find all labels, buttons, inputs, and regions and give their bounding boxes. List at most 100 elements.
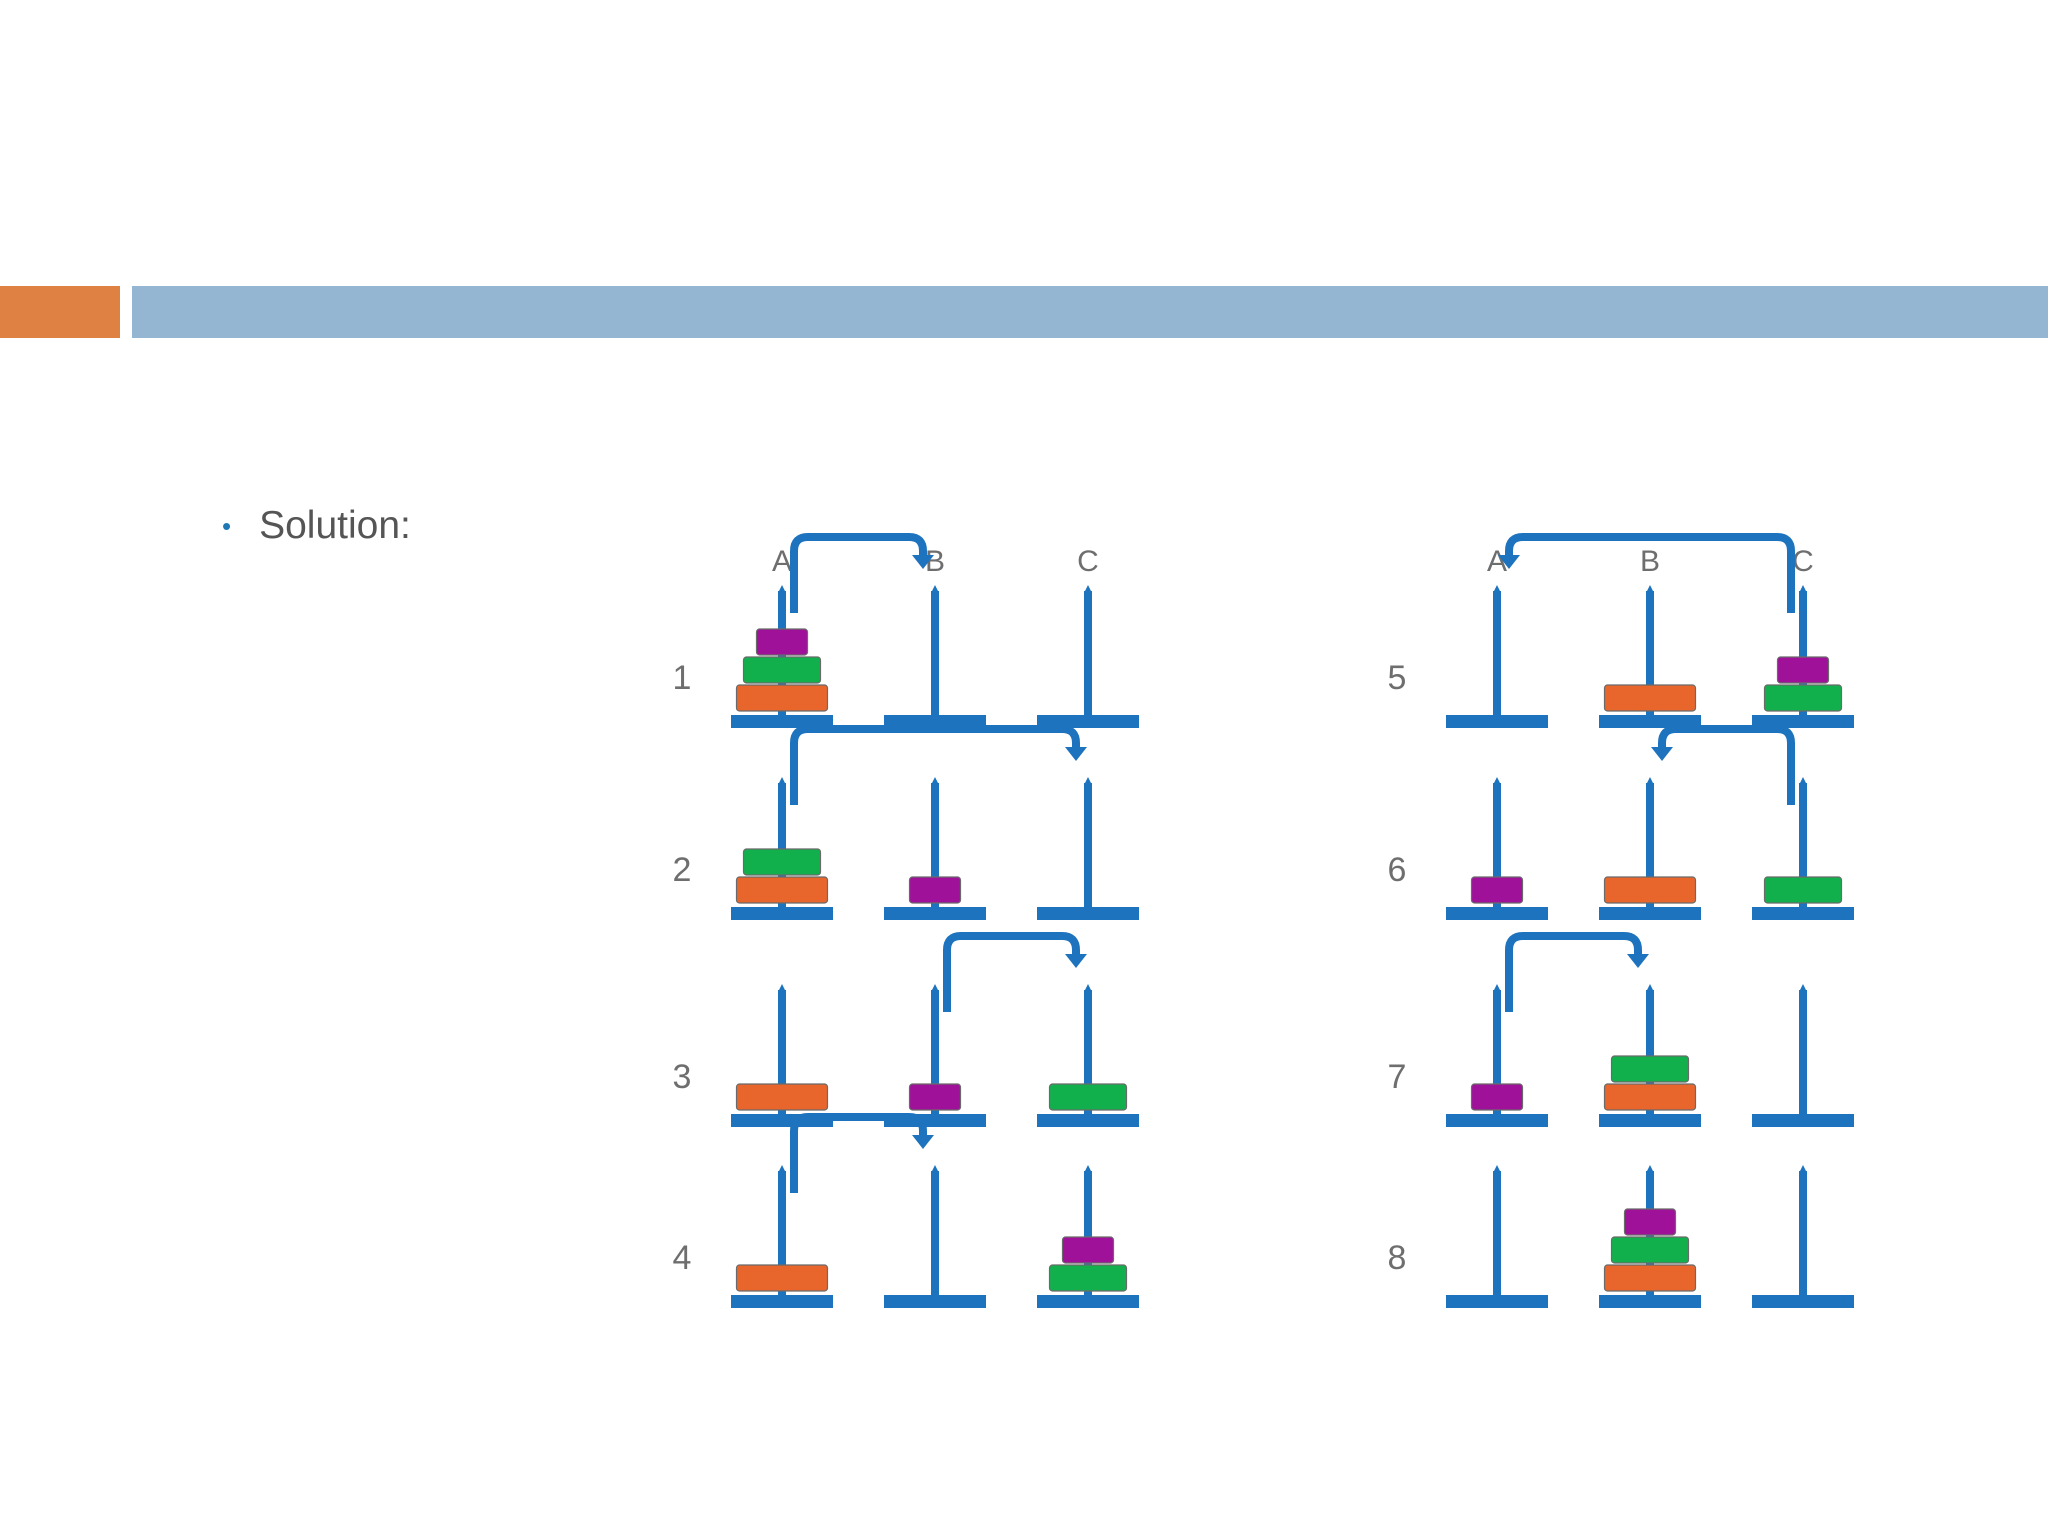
peg-base: [731, 907, 833, 920]
peg-base: [884, 1295, 986, 1308]
peg-base: [1752, 907, 1854, 920]
peg-tip: [1646, 585, 1654, 593]
peg-base: [1752, 715, 1854, 728]
disk-small: [1470, 1083, 1524, 1111]
arrow-head-icon: [1498, 555, 1520, 569]
peg-rod: [1084, 1171, 1092, 1295]
disk-large: [1603, 684, 1697, 712]
step-number: 6: [1388, 851, 1407, 889]
peg-label: A: [1487, 545, 1507, 578]
disk-large: [735, 876, 829, 904]
arrow-head-icon: [912, 1135, 934, 1149]
arrow-head-icon: [1065, 747, 1087, 761]
peg-base: [731, 1295, 833, 1308]
disk-medium: [1048, 1264, 1128, 1292]
disk-medium: [742, 848, 822, 876]
peg-tip: [1799, 585, 1807, 593]
peg-label: C: [1077, 545, 1099, 578]
peg-tip: [1493, 777, 1501, 785]
peg-tip: [778, 777, 786, 785]
step-number: 3: [673, 1058, 692, 1096]
hanoi-step-8: 8: [1388, 1165, 1854, 1308]
hanoi-step-6: 6: [1388, 725, 1854, 920]
move-arrow: [1505, 932, 1642, 1012]
peg-rod: [1799, 591, 1807, 715]
peg-rod: [1084, 990, 1092, 1114]
peg-base: [1599, 1295, 1701, 1308]
step-number: 5: [1388, 659, 1407, 697]
move-arrow: [790, 725, 1080, 805]
peg-label: B: [925, 545, 945, 578]
disk-large: [735, 1083, 829, 1111]
accent-bar: [0, 286, 120, 338]
peg-tip: [1646, 777, 1654, 785]
disk-large: [1603, 1083, 1697, 1111]
peg-base: [1752, 1114, 1854, 1127]
disk-small: [908, 876, 962, 904]
disk-large: [1603, 876, 1697, 904]
disk-small: [1061, 1236, 1115, 1264]
step-number: 1: [673, 659, 692, 697]
hanoi-step-3: 3: [673, 932, 1139, 1127]
peg-tip: [931, 777, 939, 785]
peg-tip: [1646, 1165, 1654, 1173]
peg-rod: [931, 591, 939, 715]
peg-tip: [778, 1165, 786, 1173]
peg-tip: [1493, 1165, 1501, 1173]
step-number: 2: [673, 851, 692, 889]
peg-rod: [1799, 1171, 1807, 1295]
peg-base: [1037, 907, 1139, 920]
peg-base: [1446, 1114, 1548, 1127]
disk-medium: [742, 656, 822, 684]
disk-large: [1603, 1264, 1697, 1292]
peg-base: [1599, 715, 1701, 728]
move-arrow: [790, 533, 927, 613]
disk-large: [735, 1264, 829, 1292]
peg-base: [1446, 715, 1548, 728]
disk-medium: [1610, 1236, 1690, 1264]
peg-tip: [1493, 585, 1501, 593]
peg-base: [1446, 1295, 1548, 1308]
peg-rod: [1646, 990, 1654, 1114]
peg-base: [1037, 1114, 1139, 1127]
peg-rod: [1493, 591, 1501, 715]
title-bar: [132, 286, 2048, 338]
peg-rod: [931, 990, 939, 1114]
arrow-head-icon: [1065, 954, 1087, 968]
peg-tip: [931, 1165, 939, 1173]
peg-label: A: [772, 545, 792, 578]
step-number: 8: [1388, 1239, 1407, 1277]
peg-tip: [1799, 1165, 1807, 1173]
peg-base: [884, 715, 986, 728]
move-arrow: [790, 1113, 927, 1193]
disk-small: [755, 628, 809, 656]
hanoi-step-7: 7: [1388, 932, 1854, 1127]
peg-base: [1037, 1295, 1139, 1308]
step-number: 7: [1388, 1058, 1407, 1096]
peg-rod: [778, 990, 786, 1114]
peg-tip: [1084, 777, 1092, 785]
bullet-text: Solution:: [259, 504, 411, 547]
peg-rod: [1799, 990, 1807, 1114]
move-arrow: [1658, 725, 1795, 805]
bullet-dot-icon: •: [222, 511, 232, 541]
peg-tip: [931, 585, 939, 593]
peg-tip: [778, 585, 786, 593]
disk-medium: [1610, 1055, 1690, 1083]
hanoi-step-4: 4: [673, 1113, 1139, 1308]
peg-tip: [1646, 984, 1654, 992]
peg-base: [1599, 907, 1701, 920]
peg-tip: [778, 984, 786, 992]
peg-rod: [1799, 783, 1807, 907]
peg-base: [1037, 715, 1139, 728]
peg-base: [1599, 1114, 1701, 1127]
peg-base: [1446, 907, 1548, 920]
disk-large: [735, 684, 829, 712]
peg-rod: [1493, 990, 1501, 1114]
disk-small: [1776, 656, 1830, 684]
bullet-item: • Solution:: [222, 504, 411, 548]
peg-tip: [931, 984, 939, 992]
peg-base: [884, 907, 986, 920]
